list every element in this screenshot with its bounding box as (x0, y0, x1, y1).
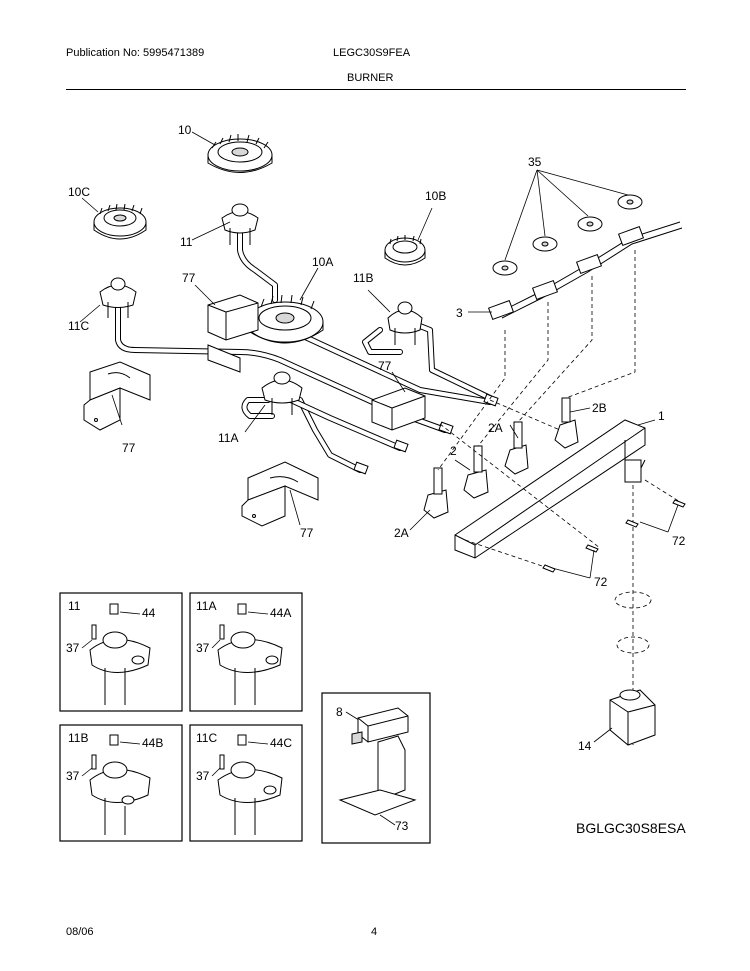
inset-11A-cap: 44A (270, 606, 291, 620)
burner-base-11C (99, 277, 137, 318)
burner-head-10 (207, 134, 273, 173)
burner-head-10B (384, 235, 426, 266)
callout-10B: 10B (425, 189, 446, 203)
bracket-77-left (83, 361, 151, 431)
inset-11B-title: 11B (68, 731, 88, 745)
callout-77-mid: 77 (378, 359, 392, 373)
inset-11C-title: 11C (196, 731, 217, 745)
inset-11-cap: 44 (142, 606, 156, 620)
callout-14: 14 (578, 739, 592, 753)
burner-base-11A (261, 371, 303, 415)
bracket-77-top (207, 294, 259, 373)
callout-10A: 10A (312, 255, 333, 269)
inset-11B-cap: 44B (142, 736, 163, 750)
publication-number: Publication No: 5995471389 (66, 47, 205, 59)
footer-date: 08/06 (66, 926, 94, 938)
inset-11: 11 44 37 (59, 592, 183, 712)
gas-tubing (115, 225, 499, 475)
diagram-code: BGLGC30S8ESA (576, 820, 686, 836)
callout-72-lower: 72 (594, 575, 608, 589)
manifold-1 (454, 419, 646, 559)
callout-2A-upper: 2A (488, 421, 503, 435)
screws-72 (542, 499, 686, 573)
callout-11A: 11A (218, 431, 238, 445)
burner-head-10C (93, 203, 147, 240)
burner-base-11B (387, 301, 423, 345)
inset-11B: 11B 44B 37 (59, 724, 183, 842)
callout-labels: 10 10C 11 11C 77 10A 10B 11B 11A 77 35 3… (68, 123, 686, 753)
bracket-77-bottom (241, 461, 319, 527)
callout-77-bottom: 77 (300, 526, 314, 540)
page-number: 4 (371, 926, 378, 938)
bracket-77-mid (371, 387, 426, 431)
inset-8-bracket: 73 (395, 819, 409, 833)
callout-3: 3 (456, 306, 463, 320)
inset-11A-screw: 37 (196, 641, 210, 655)
leader-lines (79, 131, 679, 743)
inset-11A: 11A 44A 37 (189, 592, 303, 712)
section-title: BURNER (347, 72, 394, 84)
valves (423, 397, 579, 519)
callout-77-left: 77 (122, 441, 136, 455)
model-number: LEGC30S9FEA (333, 47, 411, 59)
callout-2A-lower: 2A (394, 526, 409, 540)
callout-11B: 11B (353, 271, 373, 285)
callout-10C: 10C (68, 185, 90, 199)
inset-8-73: 8 73 (321, 692, 431, 844)
inset-11B-screw: 37 (66, 769, 80, 783)
inset-11C-cap: 44C (270, 736, 292, 750)
callout-72-right: 72 (672, 534, 686, 548)
inset-11A-title: 11A (196, 599, 216, 613)
igniter-grommets-35 (492, 194, 643, 276)
callout-10: 10 (178, 123, 192, 137)
burner-base-11 (221, 203, 259, 245)
callout-2: 2 (450, 444, 457, 458)
igniter-harness (487, 221, 683, 321)
inset-11-screw: 37 (66, 641, 80, 655)
callout-11C: 11C (68, 319, 89, 333)
inset-8-part: 8 (336, 705, 343, 719)
inset-11-title: 11 (68, 599, 81, 613)
inset-11C: 11C 44C 37 (189, 724, 303, 842)
alignment-lines (437, 250, 686, 745)
callout-2B: 2B (592, 401, 607, 415)
callout-77-top: 77 (182, 271, 196, 285)
inset-11C-screw: 37 (196, 769, 210, 783)
header-rule (66, 89, 686, 90)
pressure-regulator-14 (609, 591, 656, 746)
callout-35: 35 (528, 155, 542, 169)
callout-11: 11 (180, 235, 193, 249)
callout-1: 1 (658, 409, 665, 423)
